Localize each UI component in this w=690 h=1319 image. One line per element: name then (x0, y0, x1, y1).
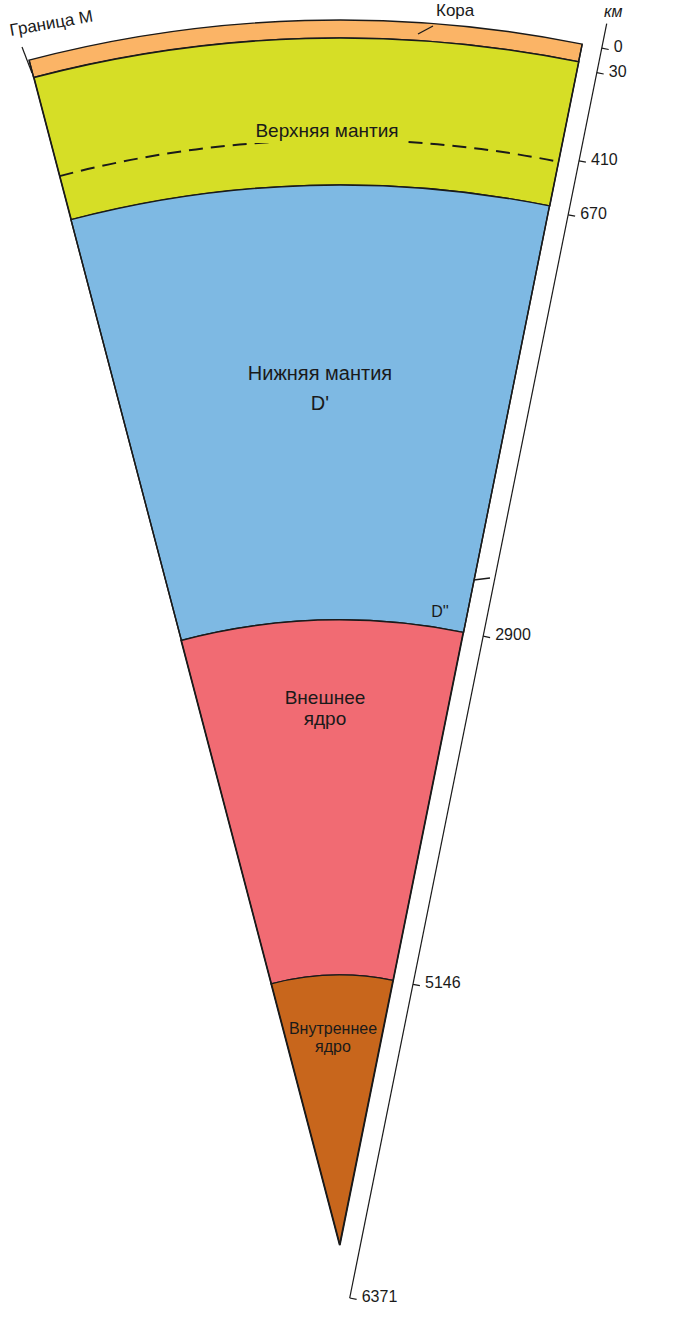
depth-value: 30 (609, 63, 627, 81)
depth-value: 410 (591, 151, 618, 169)
layer-name: D'' (431, 603, 449, 621)
layer-name: Нижняя мантия (248, 362, 392, 384)
leader-line (418, 26, 433, 34)
depth-value: 5146 (425, 974, 461, 992)
part-label: Кора (436, 2, 474, 21)
layer-name: Внутреннее ядро (289, 1020, 377, 1055)
boundary-410-dashed (60, 140, 559, 176)
layer-name: Верхняя мантия (249, 120, 404, 143)
wedge-edge (29, 44, 582, 1245)
layer-shape (69, 183, 552, 642)
earth-layer: D'' Нижняя мантияD' (69, 183, 552, 642)
depth-value: 0 (614, 38, 623, 56)
leader-line (22, 47, 32, 73)
layer-name: D' (311, 392, 329, 414)
unit-label: км (604, 3, 623, 21)
depth-value: 2900 (495, 626, 531, 644)
layer-name: Внешнее ядро (285, 688, 366, 730)
part-label: Граница М (8, 8, 94, 41)
earth-layer: Внешнее ядро (179, 618, 465, 986)
depth-value: 670 (580, 205, 607, 223)
layer-shape (179, 618, 465, 986)
layer-shape (269, 973, 395, 1247)
layer-band (271, 975, 393, 1245)
earth-layer: Внутреннее ядро (269, 973, 395, 1247)
layer-band (71, 185, 550, 640)
depth-value: 6371 (362, 1288, 398, 1306)
